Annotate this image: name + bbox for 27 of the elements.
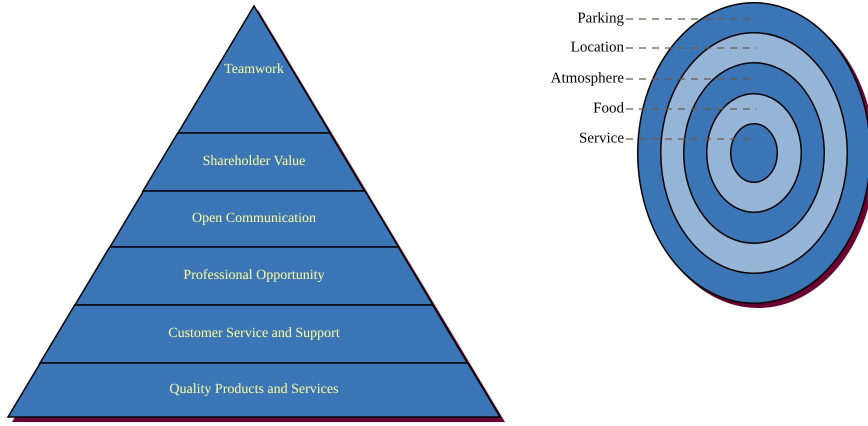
layer-label: Teamwork — [224, 62, 284, 78]
layer-label: Customer Service and Support — [168, 326, 340, 342]
leader-line — [626, 47, 757, 49]
target-ring — [706, 93, 802, 213]
ring-label: Service — [579, 130, 624, 148]
pyramid-layer — [75, 247, 433, 305]
pyramid-layer — [8, 363, 500, 417]
layer-label: Professional Opportunity — [183, 268, 325, 284]
leader-line — [626, 18, 757, 20]
target-ring — [683, 62, 825, 244]
ring-label: Atmosphere — [550, 70, 624, 88]
ring-label: Food — [593, 100, 624, 118]
target-ring — [660, 32, 848, 274]
leader-line — [626, 78, 757, 80]
pyramid-layer — [110, 191, 398, 247]
target-ring — [637, 2, 868, 304]
ring-label: Parking — [577, 10, 624, 28]
leader-line — [626, 138, 757, 140]
layer-label: Open Communication — [192, 211, 316, 227]
pyramid-layer — [143, 133, 365, 191]
leader-line — [626, 108, 757, 110]
ring-label: Location — [570, 40, 624, 56]
pyramid-layer — [40, 305, 468, 363]
layer-label: Shareholder Value — [202, 154, 306, 170]
pyramid-top — [178, 6, 330, 133]
target-ring — [730, 123, 778, 183]
layer-label: Quality Products and Services — [169, 382, 339, 398]
